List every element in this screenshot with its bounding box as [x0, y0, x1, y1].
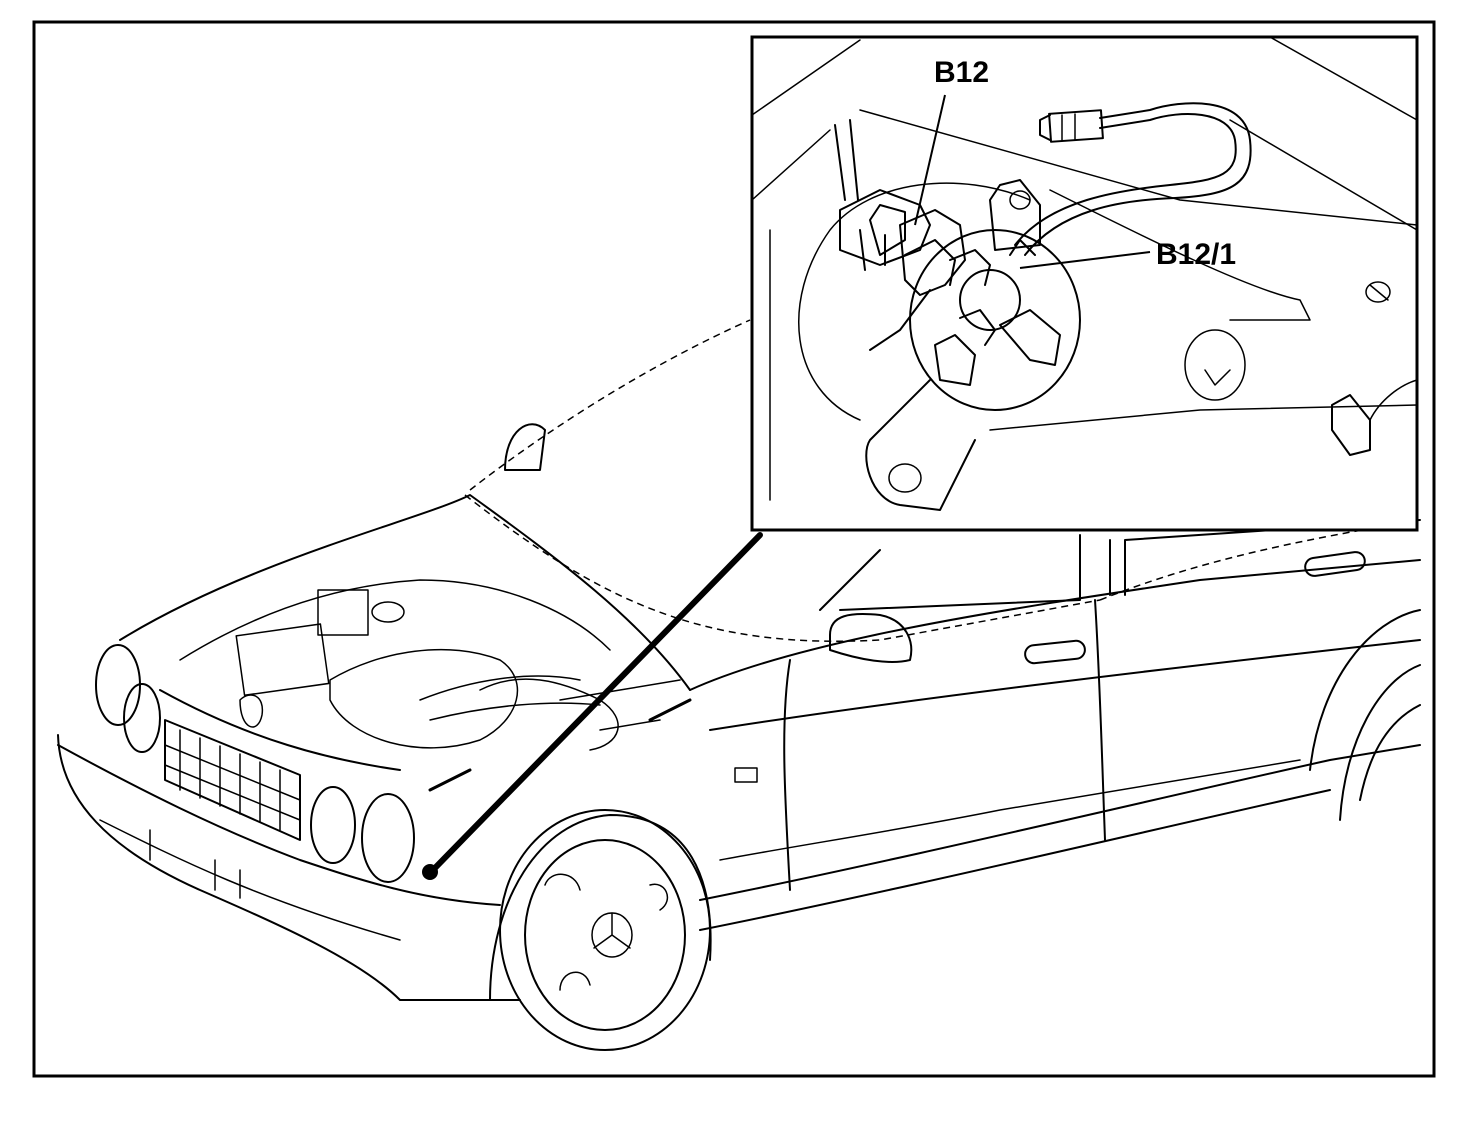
- left-headlight-inner: [123, 683, 161, 753]
- hood-front-edge: [159, 689, 401, 771]
- b12-1-wire-harness: [1009, 102, 1252, 256]
- sensor-b12: [834, 119, 991, 296]
- side-mirror: [829, 613, 913, 663]
- front-grille: [164, 719, 301, 841]
- car-illustration: [57, 319, 1421, 1051]
- left-mirror: [504, 423, 546, 471]
- upper-bolt-plate: [989, 179, 1041, 251]
- body-side-belt: [709, 639, 1421, 731]
- front-wheel: [489, 809, 712, 1051]
- sensor-b12-1: [959, 269, 1021, 331]
- rear-wheel-arch: [1309, 609, 1421, 771]
- b12-1-connector-plug: [1048, 109, 1104, 143]
- sensor-housing: [909, 229, 1081, 411]
- rear-door-handle: [1304, 551, 1366, 577]
- mounting-bracket: [865, 379, 976, 511]
- front-window: [819, 534, 1081, 611]
- b12-1-leader-line: [1019, 251, 1151, 269]
- rear-wheel: [1339, 664, 1421, 821]
- front-bumper: [57, 734, 521, 1001]
- detail-inset: [750, 35, 1419, 532]
- front-door-edge: [783, 659, 791, 891]
- label-b12-1: B12/1: [1156, 238, 1237, 271]
- inset-frame: [750, 35, 1419, 532]
- hood-outline: [119, 494, 691, 691]
- body-side-lower: [699, 789, 1331, 931]
- location-pointer-line: [430, 532, 763, 873]
- door-split: [1094, 599, 1106, 841]
- front-door-handle: [1024, 639, 1086, 665]
- body-side-upper: [689, 559, 1421, 691]
- location-marker-dot: [422, 864, 438, 880]
- bumper-trim: [99, 819, 401, 941]
- engine-bay: [179, 579, 692, 792]
- b12-leader-line: [914, 94, 946, 226]
- bumper-lower: [57, 744, 501, 906]
- right-headlight-outer: [310, 786, 356, 864]
- body-side-rocker: [699, 744, 1421, 901]
- roof-outline: [469, 319, 751, 491]
- side-marker: [734, 767, 758, 783]
- strut-tower: [798, 182, 1031, 421]
- right-headlight-inner: [361, 793, 415, 883]
- fender-line: [719, 759, 1301, 861]
- roof-line: [1099, 519, 1421, 601]
- label-b12: B12: [934, 56, 990, 89]
- outer-frame: [32, 20, 1436, 1078]
- left-headlight-outer: [95, 644, 141, 726]
